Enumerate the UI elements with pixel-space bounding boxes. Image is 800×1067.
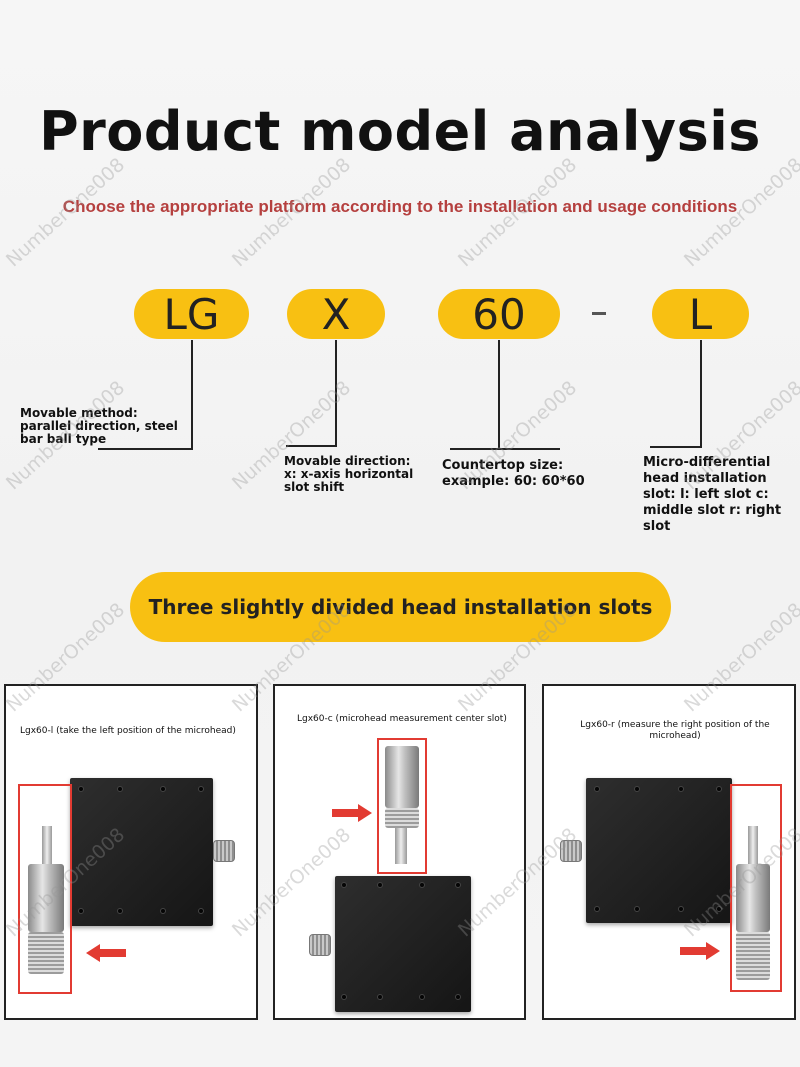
locking-knob	[560, 840, 582, 862]
page-title: Product model analysis	[39, 100, 761, 163]
micrometer-thimble	[385, 808, 419, 828]
page-subtitle: Choose the appropriate platform accordin…	[62, 197, 738, 216]
description-countertop-size: Countertop size: example: 60: 60*60	[442, 458, 585, 489]
connector-slot-horizontal	[650, 446, 702, 448]
panel-left-slot: Lgx60-l (take the left position of the m…	[4, 684, 258, 1020]
stage-plate	[586, 778, 732, 923]
connector-slot-vertical	[700, 340, 702, 448]
panel-center-caption: Lgx60-c (microhead measurement center sl…	[297, 714, 507, 724]
model-code-slot: L	[652, 289, 749, 339]
arrow-left-icon	[86, 944, 126, 962]
connector-size-vertical	[498, 340, 500, 450]
micrometer-spindle	[395, 828, 407, 864]
micrometer-thimble	[28, 932, 64, 974]
slots-banner: Three slightly divided head installation…	[130, 572, 671, 642]
micrometer-spindle	[748, 826, 758, 866]
model-code-size: 60	[438, 289, 560, 339]
micrometer-spindle	[42, 826, 52, 866]
highlight-box-left	[18, 784, 72, 994]
micrometer-thimble	[736, 932, 770, 980]
micrometer-body	[385, 746, 419, 808]
connector-size-horizontal	[450, 448, 560, 450]
description-slot: Micro-differential head installation slo…	[643, 455, 782, 534]
stage-plate	[335, 876, 471, 1012]
model-separator-dash	[592, 312, 606, 315]
connector-x-horizontal	[286, 445, 337, 447]
arrow-right-icon	[332, 804, 372, 822]
description-movable-method: Movable method: parallel direction, stee…	[20, 406, 178, 446]
arrow-right-icon	[680, 942, 720, 960]
micrometer-body	[28, 864, 64, 932]
locking-knob	[213, 840, 235, 862]
highlight-box-right	[730, 784, 782, 992]
stage-plate	[70, 778, 213, 926]
panel-right-caption: Lgx60-r (measure the right position of t…	[580, 720, 770, 741]
highlight-box-center	[377, 738, 427, 874]
panel-left-caption: Lgx60-l (take the left position of the m…	[20, 726, 236, 736]
connector-lg-horizontal	[98, 448, 193, 450]
panel-center-slot: Lgx60-c (microhead measurement center sl…	[273, 684, 526, 1020]
panel-right-slot: Lgx60-r (measure the right position of t…	[542, 684, 796, 1020]
model-code-lg: LG	[134, 289, 249, 339]
connector-lg-vertical	[191, 340, 193, 450]
micrometer-body	[736, 864, 770, 932]
description-movable-direction: Movable direction: x: x-axis horizontal …	[284, 454, 414, 494]
model-code-x: X	[287, 289, 385, 339]
connector-x-vertical	[335, 340, 337, 447]
locking-knob	[309, 934, 331, 956]
